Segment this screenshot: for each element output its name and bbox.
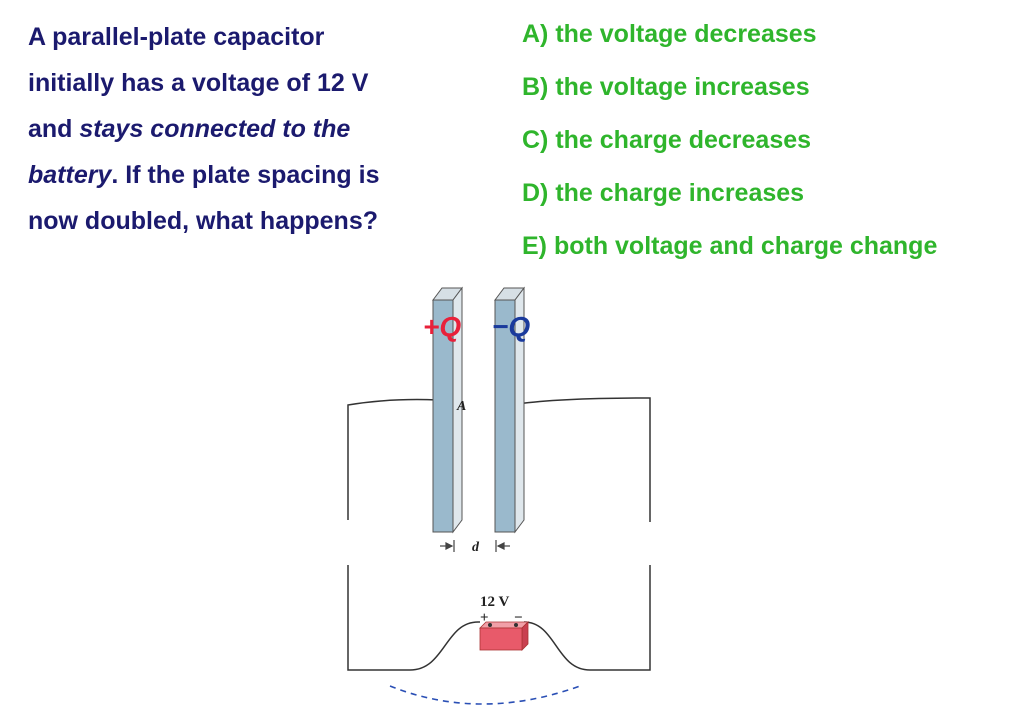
minus-q-label: −Q: [492, 311, 530, 342]
minus-sign: −: [492, 311, 508, 342]
battery-plus-label: +: [480, 610, 489, 626]
wire-bottom-left: [347, 565, 480, 671]
question-line-5: now doubled, what happens?: [28, 207, 378, 235]
positive-plate: [432, 286, 463, 534]
negative-plate-face: [494, 299, 516, 533]
battery-terminal-negative: [514, 623, 518, 627]
wire-top-left: [347, 398, 439, 520]
question-line-3: and stays connected to the: [28, 106, 498, 152]
question-line-2: initially has a voltage of 12 V: [28, 69, 369, 97]
choice-e[interactable]: E) both voltage and charge change: [522, 232, 938, 260]
choice-b[interactable]: B) the voltage increases: [522, 73, 810, 101]
positive-plate-face: [432, 299, 454, 533]
wire-bottom-right: [523, 565, 651, 671]
circuit-wires: [347, 397, 651, 671]
spacing-label: d: [472, 540, 480, 555]
question-text: A parallel-plate capacitor initially has…: [28, 14, 498, 244]
battery-voltage-label: 12 V: [480, 594, 509, 610]
answer-choices: A) the voltage decreases B) the voltage …: [522, 8, 1022, 273]
battery: [479, 621, 529, 651]
area-label: A: [456, 399, 466, 414]
battery-top: [479, 621, 529, 629]
question-line-3-emphasis: stays connected to the: [79, 115, 351, 143]
question-line-4: battery. If the plate spacing is: [28, 152, 498, 198]
choice-a[interactable]: A) the voltage decreases: [522, 20, 817, 48]
question-line-4-emphasis: battery: [28, 161, 112, 189]
dashed-arc: [389, 685, 581, 705]
battery-minus-label: −: [514, 610, 523, 626]
wire-top-right: [517, 397, 651, 522]
plus-sign: +: [423, 311, 439, 342]
plus-q-letter: Q: [439, 311, 461, 342]
spacing-arrow-right-head: [496, 542, 505, 550]
spacing-dimension: [440, 540, 510, 552]
negative-plate: [494, 286, 525, 534]
choice-d[interactable]: D) the charge increases: [522, 179, 805, 207]
question-line-3-a: and: [28, 115, 80, 143]
minus-q-letter: Q: [508, 311, 530, 342]
plus-q-label: +Q: [423, 311, 461, 342]
battery-terminal-positive: [488, 623, 492, 627]
question-line-4-b: . If the plate spacing is: [111, 161, 380, 189]
question-line-1: A parallel-plate capacitor: [28, 23, 325, 51]
choice-c[interactable]: C) the charge decreases: [522, 126, 812, 154]
spacing-arrow-left-head: [445, 542, 454, 550]
battery-face: [479, 627, 523, 651]
